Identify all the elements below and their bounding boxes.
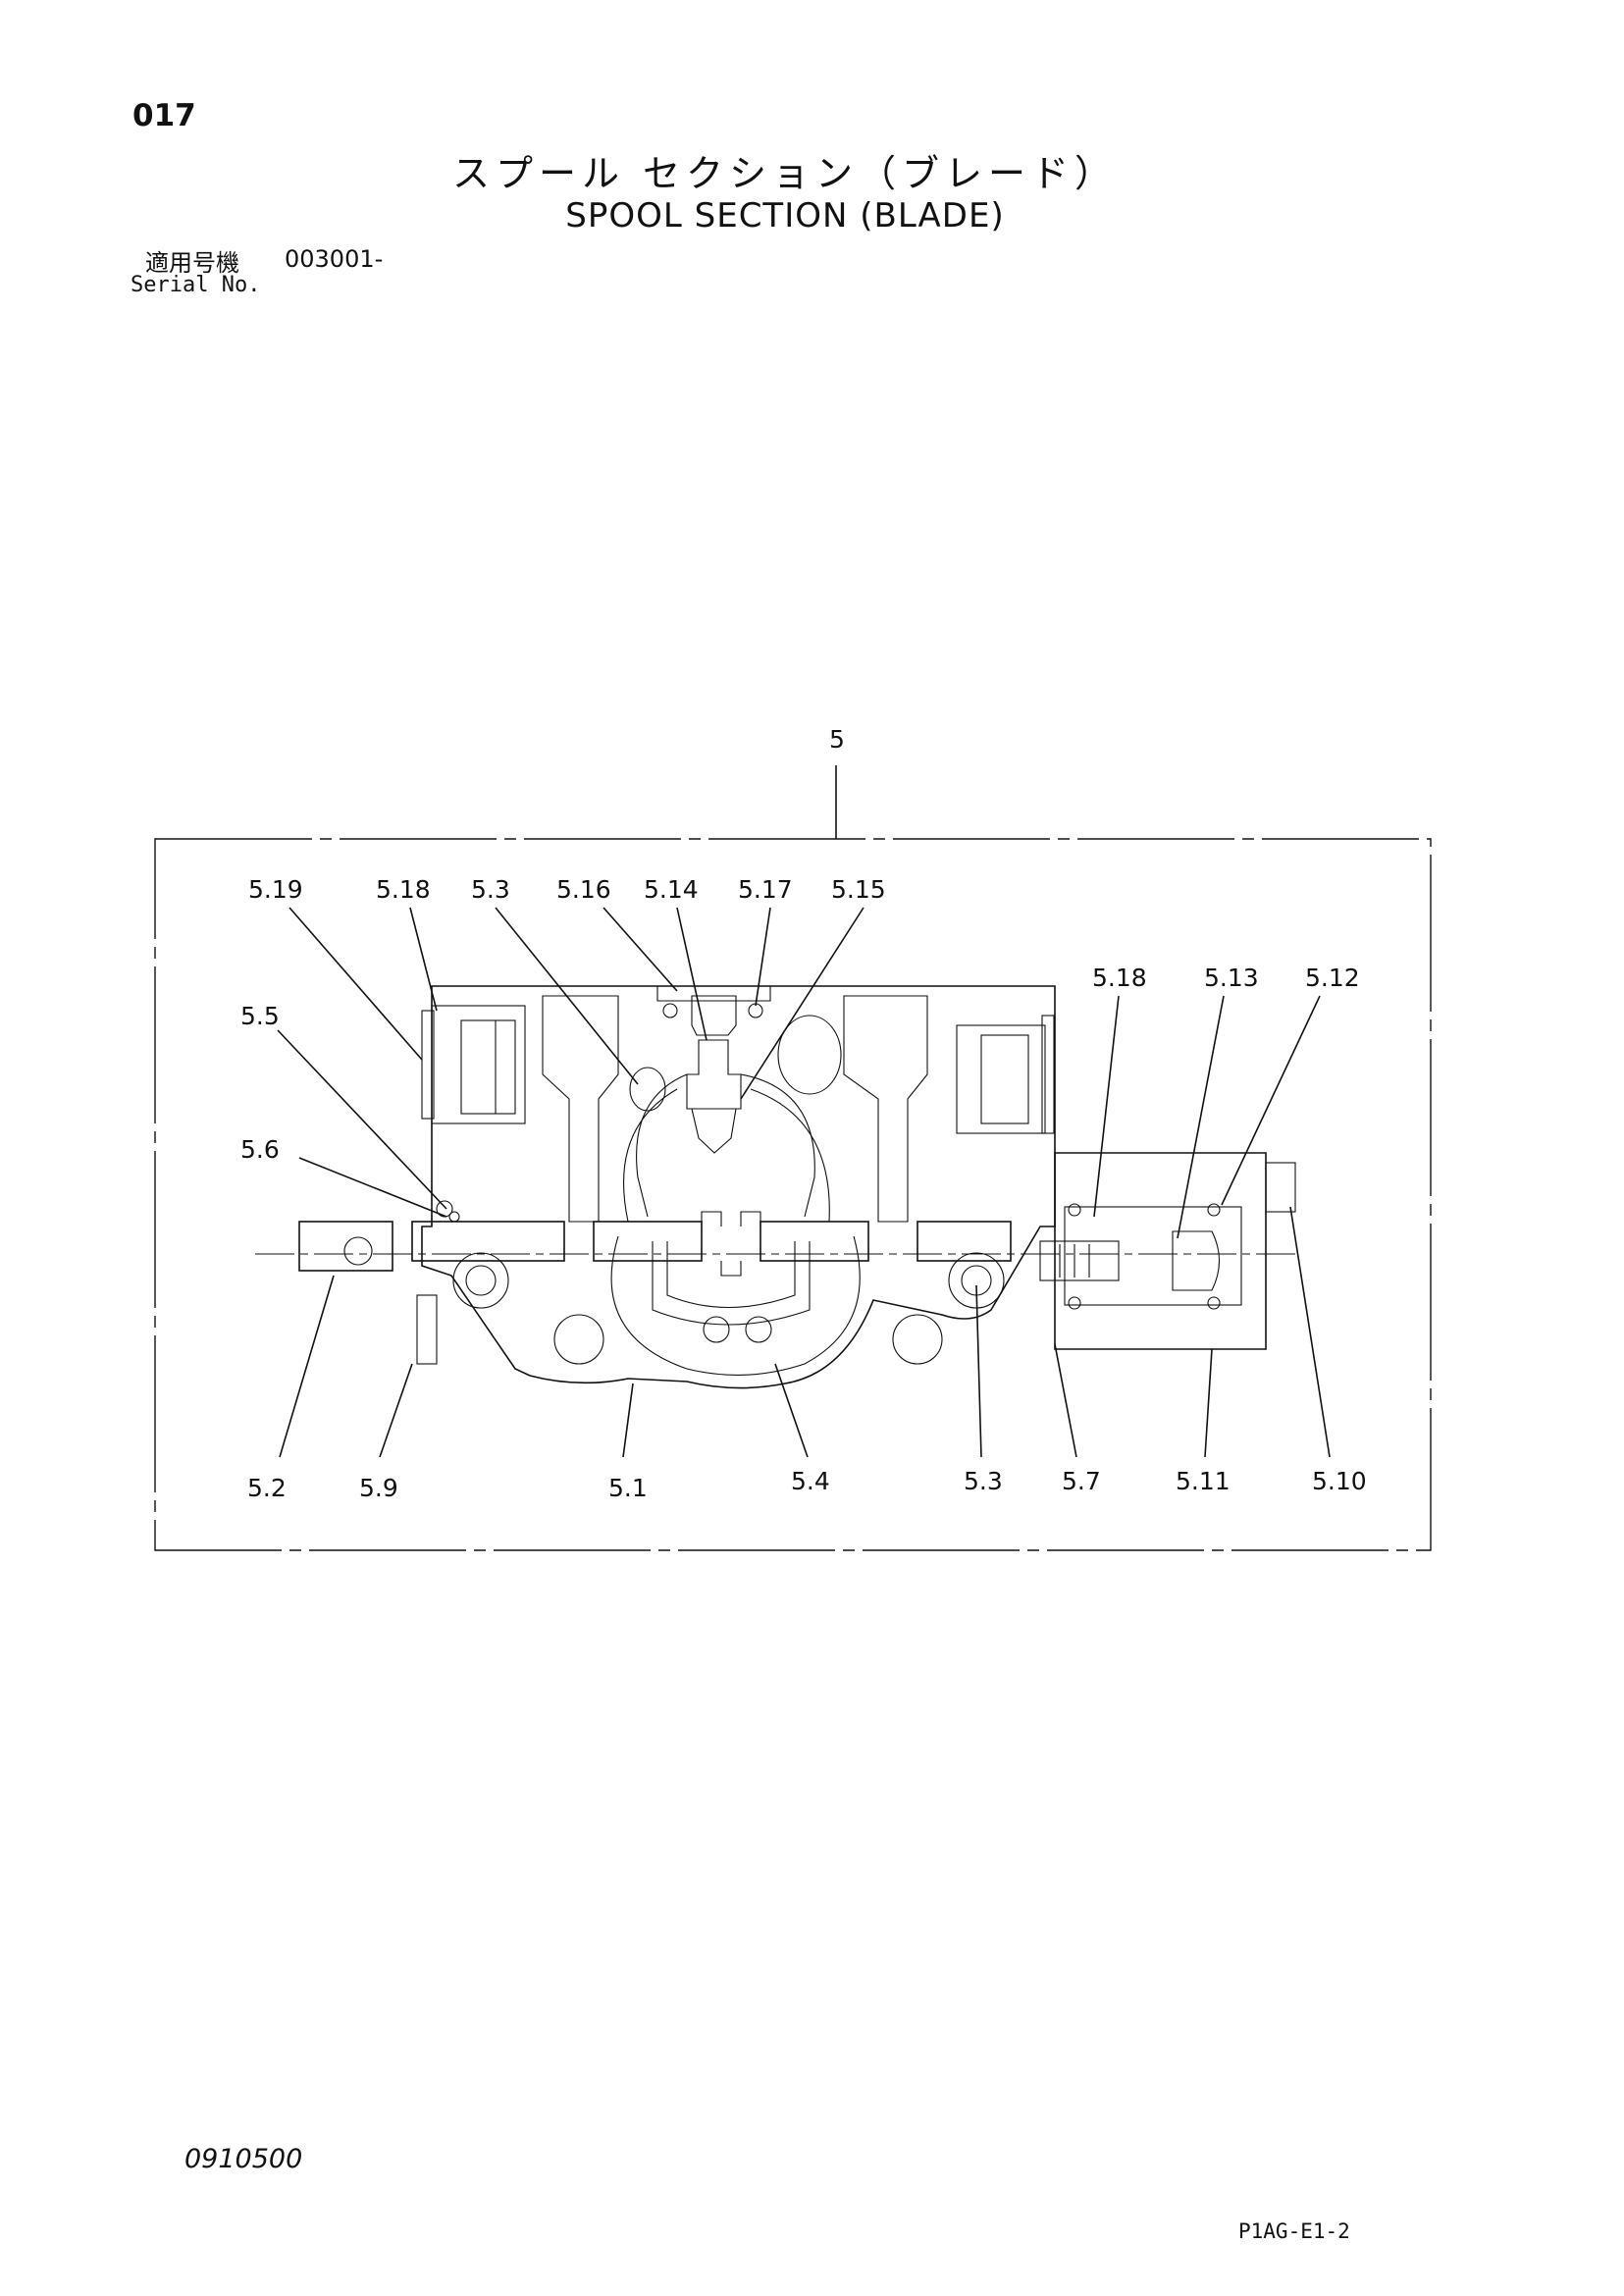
assembly-label: 5 xyxy=(829,725,845,754)
valve-body xyxy=(255,985,1296,1389)
callout-5-14: 5.14 xyxy=(644,875,699,904)
callout-leaders xyxy=(277,907,1331,1458)
callout-5-2: 5.2 xyxy=(247,1474,287,1502)
page-code: P1AG-E1-2 xyxy=(1238,2219,1350,2243)
document-code: 0910500 xyxy=(184,2144,303,2174)
page-title-english: SPOOL SECTION (BLADE) xyxy=(565,196,1005,235)
callout-5-5: 5.5 xyxy=(240,1002,280,1030)
callout-5-12: 5.12 xyxy=(1305,964,1360,992)
page-number: 017 xyxy=(132,98,196,133)
callout-5-6: 5.6 xyxy=(240,1135,280,1164)
callout-5-13: 5.13 xyxy=(1204,964,1259,992)
callout-5-1: 5.1 xyxy=(608,1474,648,1502)
callout-5-16: 5.16 xyxy=(556,875,611,904)
callout-5-11: 5.11 xyxy=(1176,1467,1231,1495)
callout-5-15: 5.15 xyxy=(831,875,886,904)
callout-5-10: 5.10 xyxy=(1312,1467,1367,1495)
assembly-frame xyxy=(154,838,1432,1551)
callout-5-3-lower: 5.3 xyxy=(964,1467,1003,1495)
callout-5-4: 5.4 xyxy=(791,1467,830,1495)
callout-5-17: 5.17 xyxy=(738,875,793,904)
serial-label-japanese: 適用号機 xyxy=(145,249,239,277)
callout-5-3: 5.3 xyxy=(471,875,510,904)
page-title-japanese: スプール セクション（ブレード） xyxy=(451,152,1119,195)
callout-5-9: 5.9 xyxy=(359,1474,398,1502)
callout-5-19: 5.19 xyxy=(248,875,303,904)
callout-5-18-right: 5.18 xyxy=(1092,964,1147,992)
serial-label-english: Serial No. xyxy=(131,273,261,297)
callout-5-7: 5.7 xyxy=(1062,1467,1101,1495)
serial-number-value: 003001- xyxy=(285,245,384,273)
callout-5-18: 5.18 xyxy=(376,875,431,904)
